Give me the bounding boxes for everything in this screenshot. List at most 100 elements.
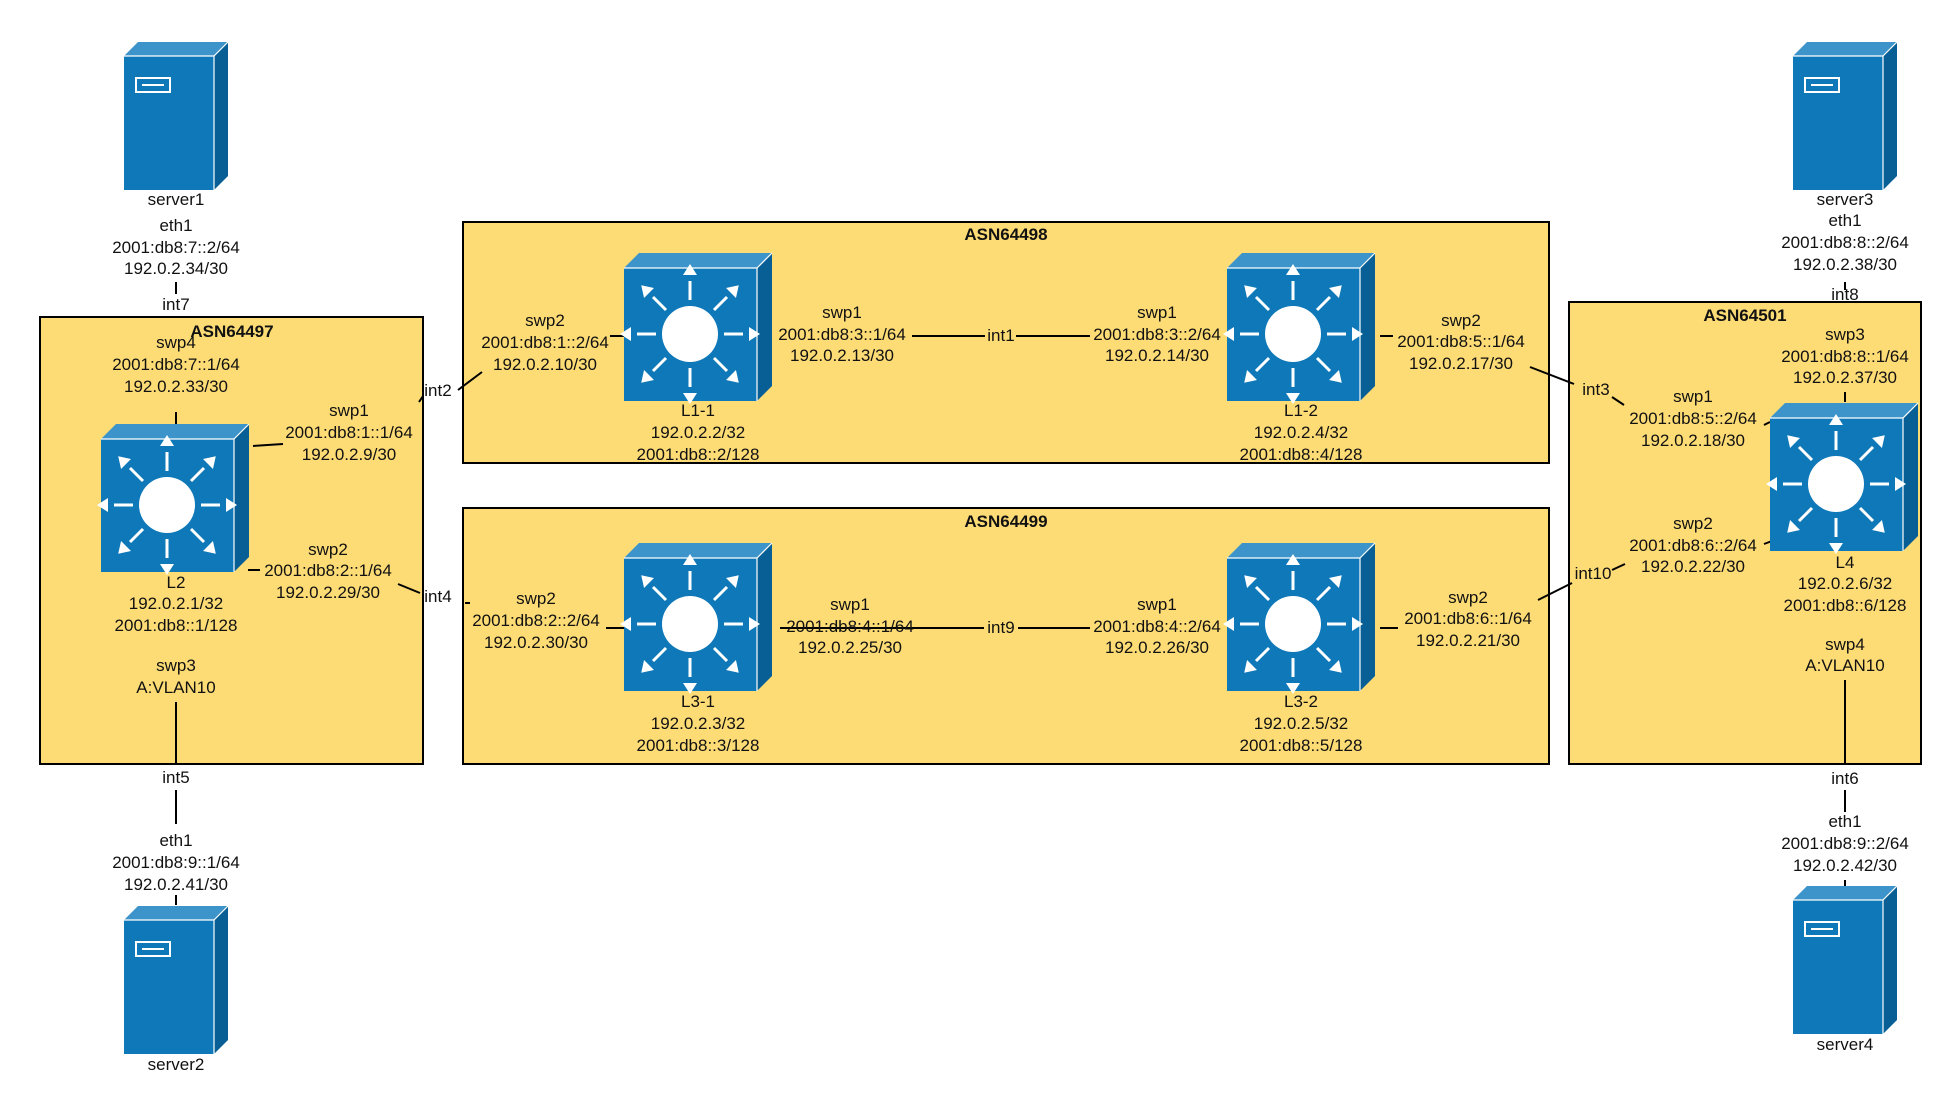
l32-swp2-ipv4: 192.0.2.21/30	[1416, 631, 1520, 650]
l2-loopback4: 192.0.2.1/32	[129, 594, 224, 613]
l12-swp1-name: swp1	[1137, 303, 1177, 322]
switch-l2-icon[interactable]	[97, 424, 249, 575]
server2-name: server2	[148, 1055, 205, 1074]
link-int3-segment	[1611, 396, 1625, 406]
l4-loopback4: 192.0.2.6/32	[1798, 574, 1893, 593]
server4-labels: eth1 2001:db8:9::2/64 192.0.2.42/30 serv…	[1781, 812, 1909, 1054]
asn64497-label: ASN64497	[190, 322, 273, 341]
l4-swp1-ipv4: 192.0.2.18/30	[1641, 431, 1745, 450]
server4-ipv6: 2001:db8:9::2/64	[1781, 834, 1909, 853]
l31-name: L3-1	[681, 692, 715, 711]
server3-ipv6: 2001:db8:8::2/64	[1781, 233, 1909, 252]
l32-loopback4: 192.0.2.5/32	[1254, 714, 1349, 733]
server3-icon[interactable]	[1792, 41, 1898, 191]
link-int7-label: int7	[162, 295, 189, 314]
l12-swp2-name: swp2	[1441, 311, 1481, 330]
l4-swp4-name: swp4	[1825, 635, 1865, 654]
asn64501-label: ASN64501	[1703, 306, 1786, 325]
server4-ipv4: 192.0.2.42/30	[1793, 856, 1897, 875]
switch-l11-labels: swp2 2001:db8:1::2/64 192.0.2.10/30 swp1…	[481, 303, 906, 464]
switch-l32-icon[interactable]	[1223, 543, 1375, 694]
link-int5-label: int5	[162, 768, 189, 787]
l2-swp3-vlan: A:VLAN10	[136, 678, 215, 697]
link-int1-label: int1	[987, 326, 1014, 345]
l12-swp2-ipv4: 192.0.2.17/30	[1409, 354, 1513, 373]
l2-swp4-ipv6: 2001:db8:7::1/64	[112, 355, 240, 374]
l2-name: L2	[167, 573, 186, 592]
switch-l31-icon[interactable]	[620, 543, 772, 694]
l4-swp3-ipv6: 2001:db8:8::1/64	[1781, 347, 1909, 366]
server1-ipv6: 2001:db8:7::2/64	[112, 238, 240, 257]
l32-swp1-ipv6: 2001:db8:4::2/64	[1093, 617, 1221, 636]
link-int4-segment	[397, 583, 421, 594]
l32-swp2-name: swp2	[1448, 588, 1488, 607]
l32-name: L3-2	[1284, 692, 1318, 711]
l12-loopback6: 2001:db8::4/128	[1240, 445, 1363, 464]
asn64498-label: ASN64498	[964, 225, 1047, 244]
link-int3-segment	[1529, 366, 1575, 385]
l11-swp1-ipv4: 192.0.2.13/30	[790, 346, 894, 365]
l2-swp2-name: swp2	[308, 540, 348, 559]
server3-labels: server3 eth1 2001:db8:8::2/64 192.0.2.38…	[1781, 190, 1909, 274]
switch-l4-labels: swp3 2001:db8:8::1/64 192.0.2.37/30 swp1…	[1629, 325, 1909, 675]
l11-swp1-ipv6: 2001:db8:3::1/64	[778, 325, 906, 344]
l31-swp1-ipv6: 2001:db8:4::1/64	[786, 617, 914, 636]
link-l2-swp1-stub	[252, 443, 284, 447]
link-int2-segment	[418, 395, 424, 403]
l2-swp4-name: swp4	[156, 333, 196, 352]
l4-name: L4	[1836, 553, 1855, 572]
l31-loopback4: 192.0.2.3/32	[651, 714, 746, 733]
l12-loopback4: 192.0.2.4/32	[1254, 423, 1349, 442]
l11-swp2-ipv4: 192.0.2.10/30	[493, 355, 597, 374]
links	[175, 282, 1846, 905]
switch-l11-icon[interactable]	[620, 253, 772, 404]
server2-ipv4: 192.0.2.41/30	[124, 875, 228, 894]
link-int3-label: int3	[1582, 380, 1609, 399]
server1-name: server1	[148, 190, 205, 209]
l32-swp2-ipv6: 2001:db8:6::1/64	[1404, 609, 1532, 628]
server1-iface: eth1	[159, 216, 192, 235]
l11-name: L1-1	[681, 401, 715, 420]
link-int10-label: int10	[1575, 564, 1612, 583]
link-l4-swp1-stub	[1763, 421, 1771, 426]
l12-swp2-ipv6: 2001:db8:5::1/64	[1397, 332, 1525, 351]
l4-swp1-name: swp1	[1673, 387, 1713, 406]
link-int2-label: int2	[424, 381, 451, 400]
switch-l12-labels: swp1 2001:db8:3::2/64 192.0.2.14/30 swp2…	[1093, 303, 1525, 464]
l4-swp2-name: swp2	[1673, 514, 1713, 533]
l12-swp1-ipv4: 192.0.2.14/30	[1105, 346, 1209, 365]
server2-labels: eth1 2001:db8:9::1/64 192.0.2.41/30 serv…	[112, 831, 240, 1074]
switch-l4-icon[interactable]	[1766, 403, 1918, 554]
l2-loopback6: 2001:db8::1/128	[115, 616, 238, 635]
link-int4-label: int4	[424, 587, 451, 606]
server3-ipv4: 192.0.2.38/30	[1793, 255, 1897, 274]
link-labels: int7 int5 int8 int6 int2 int4 int1 int9 …	[162, 285, 1858, 788]
link-int10-segment	[1611, 563, 1626, 571]
switch-l31-labels: swp2 2001:db8:2::2/64 192.0.2.30/30 swp1…	[472, 589, 914, 755]
l2-swp1-name: swp1	[329, 401, 369, 420]
link-int8-label: int8	[1831, 285, 1858, 304]
link-int6-label: int6	[1831, 769, 1858, 788]
l31-swp1-name: swp1	[830, 595, 870, 614]
l11-swp2-name: swp2	[525, 311, 565, 330]
server3-name: server3	[1817, 190, 1874, 209]
switch-l12-icon[interactable]	[1223, 253, 1375, 404]
server4-icon[interactable]	[1792, 885, 1898, 1035]
l32-swp1-ipv4: 192.0.2.26/30	[1105, 638, 1209, 657]
l4-swp3-name: swp3	[1825, 325, 1865, 344]
server2-icon[interactable]	[123, 905, 229, 1055]
server1-icon[interactable]	[123, 41, 229, 191]
server4-name: server4	[1817, 1035, 1874, 1054]
l2-swp2-ipv4: 192.0.2.29/30	[276, 583, 380, 602]
l12-swp1-ipv6: 2001:db8:3::2/64	[1093, 325, 1221, 344]
switch-l32-labels: swp1 2001:db8:4::2/64 192.0.2.26/30 swp2…	[1093, 588, 1532, 755]
l4-swp4-vlan: A:VLAN10	[1805, 656, 1884, 675]
l12-name: L1-2	[1284, 401, 1318, 420]
l4-swp1-ipv6: 2001:db8:5::2/64	[1629, 409, 1757, 428]
server4-iface: eth1	[1828, 812, 1861, 831]
server3-iface: eth1	[1828, 211, 1861, 230]
link-int9-label: int9	[987, 618, 1014, 637]
switch-l2-labels: swp4 2001:db8:7::1/64 192.0.2.33/30 swp1…	[112, 333, 413, 697]
l31-swp2-name: swp2	[516, 589, 556, 608]
